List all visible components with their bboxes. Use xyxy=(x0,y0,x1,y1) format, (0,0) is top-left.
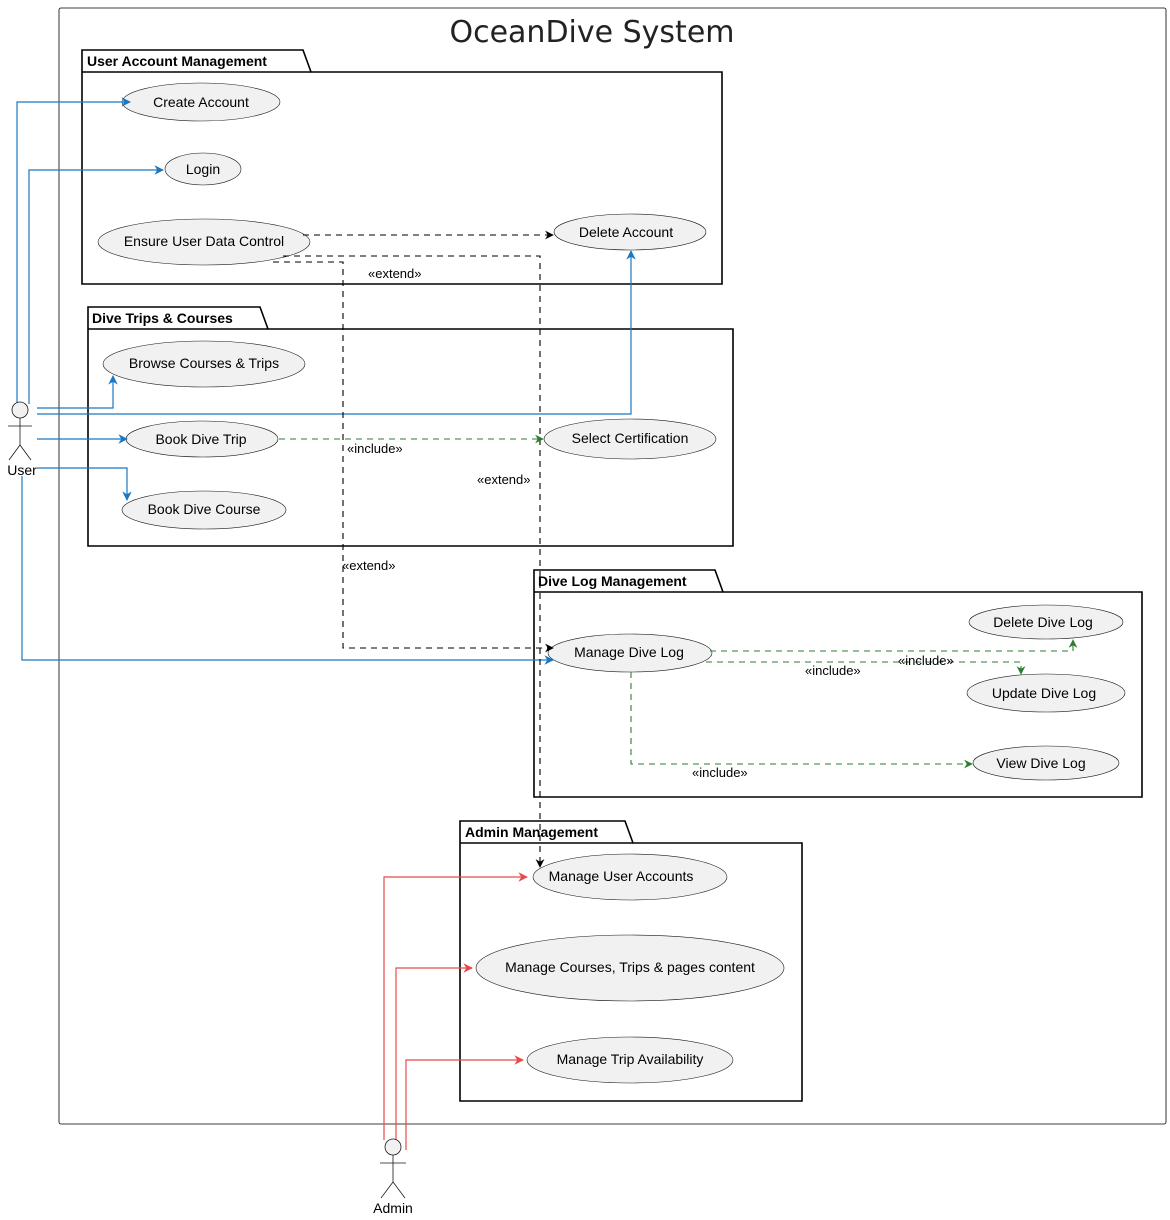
svg-text:Manage User Accounts: Manage User Accounts xyxy=(549,868,694,884)
include-label: «include» xyxy=(805,663,861,678)
svg-text:Manage Trip Availability: Manage Trip Availability xyxy=(557,1051,704,1067)
include-view-dive-log xyxy=(630,672,973,769)
use-case-login[interactable]: Login xyxy=(164,152,242,186)
package-label: Admin Management xyxy=(465,824,598,840)
use-case-browse-courses-trips[interactable]: Browse Courses & Trips xyxy=(102,340,306,388)
extend-manage-user-accounts xyxy=(283,255,545,868)
system-boundary xyxy=(58,7,1167,1125)
assoc-user-book-course xyxy=(37,467,132,501)
package-admin-management: Admin Management xyxy=(459,820,803,1102)
assoc-user-login xyxy=(28,165,164,404)
use-case-create-account[interactable]: Create Account xyxy=(121,82,281,122)
use-case-book-dive-trip[interactable]: Book Dive Trip xyxy=(125,420,279,458)
svg-text:Manage Dive Log: Manage Dive Log xyxy=(574,644,684,660)
extend-label: «extend» xyxy=(477,472,531,487)
package-dive-trips-courses: Dive Trips & Courses xyxy=(87,306,734,547)
use-case-update-dive-log[interactable]: Update Dive Log xyxy=(966,673,1126,713)
use-case-select-certification[interactable]: Select Certification xyxy=(543,418,717,460)
use-case-manage-trip-availability[interactable]: Manage Trip Availability xyxy=(526,1036,734,1084)
svg-text:Select Certification: Select Certification xyxy=(572,430,689,446)
assoc-admin-manage-users xyxy=(383,872,528,1140)
use-case-delete-dive-log[interactable]: Delete Dive Log xyxy=(968,604,1124,640)
package-label: Dive Trips & Courses xyxy=(92,310,233,326)
assoc-user-browse xyxy=(37,375,118,409)
include-relations xyxy=(279,434,1078,769)
package-label: User Account Management xyxy=(87,53,267,69)
svg-text:Manage Courses, Trips & pages: Manage Courses, Trips & pages content xyxy=(505,959,755,975)
use-case-view-dive-log[interactable]: View Dive Log xyxy=(972,745,1120,781)
include-delete-dive-log xyxy=(710,639,1078,652)
extend-label: «extend» xyxy=(342,558,396,573)
svg-text:Update Dive Log: Update Dive Log xyxy=(992,685,1096,701)
assoc-admin-manage-content xyxy=(395,963,473,1140)
use-case-manage-dive-log[interactable]: Manage Dive Log xyxy=(547,633,713,673)
use-case-delete-account[interactable]: Delete Account xyxy=(553,213,707,251)
include-label: «include» xyxy=(692,765,748,780)
use-case-book-dive-course[interactable]: Book Dive Course xyxy=(121,490,287,530)
svg-text:Book Dive Trip: Book Dive Trip xyxy=(155,431,246,447)
extend-relations xyxy=(273,230,554,868)
use-case-manage-content[interactable]: Manage Courses, Trips & pages content xyxy=(475,934,785,1002)
use-case-ensure-user-data-control[interactable]: Ensure User Data Control xyxy=(97,218,311,266)
svg-text:View Dive Log: View Dive Log xyxy=(996,755,1085,771)
svg-text:Ensure User Data Control: Ensure User Data Control xyxy=(124,233,284,249)
assoc-user-delete-account xyxy=(37,250,636,415)
actor-user-label: User xyxy=(7,462,37,478)
use-case-manage-user-accounts[interactable]: Manage User Accounts xyxy=(532,853,728,901)
actor-user[interactable]: User xyxy=(7,401,37,478)
svg-text:Login: Login xyxy=(186,161,220,177)
extend-label: «extend» xyxy=(368,266,422,281)
svg-text:Browse Courses & Trips: Browse Courses & Trips xyxy=(129,355,279,371)
svg-text:Delete Dive Log: Delete Dive Log xyxy=(993,614,1093,630)
user-associations xyxy=(16,97,636,665)
svg-text:Book Dive Course: Book Dive Course xyxy=(148,501,261,517)
package-label: Dive Log Management xyxy=(538,573,687,589)
actor-admin[interactable]: Admin xyxy=(373,1138,413,1216)
extend-manage-dive-log xyxy=(273,261,554,653)
include-label: «include» xyxy=(347,441,403,456)
admin-associations xyxy=(383,872,528,1150)
package-dive-log-management: Dive Log Management xyxy=(533,569,1143,798)
package-user-account-management: User Account Management xyxy=(81,49,723,285)
assoc-user-manage-dive-log xyxy=(21,476,554,665)
svg-text:Create Account: Create Account xyxy=(153,94,249,110)
include-label: «include» xyxy=(898,653,954,668)
system-title: OceanDive System xyxy=(449,15,734,50)
assoc-user-create-account xyxy=(16,97,131,404)
actor-admin-label: Admin xyxy=(373,1200,413,1216)
assoc-admin-manage-availability xyxy=(405,1055,524,1150)
include-update-dive-log xyxy=(706,661,1026,675)
svg-text:Delete Account: Delete Account xyxy=(579,224,673,240)
